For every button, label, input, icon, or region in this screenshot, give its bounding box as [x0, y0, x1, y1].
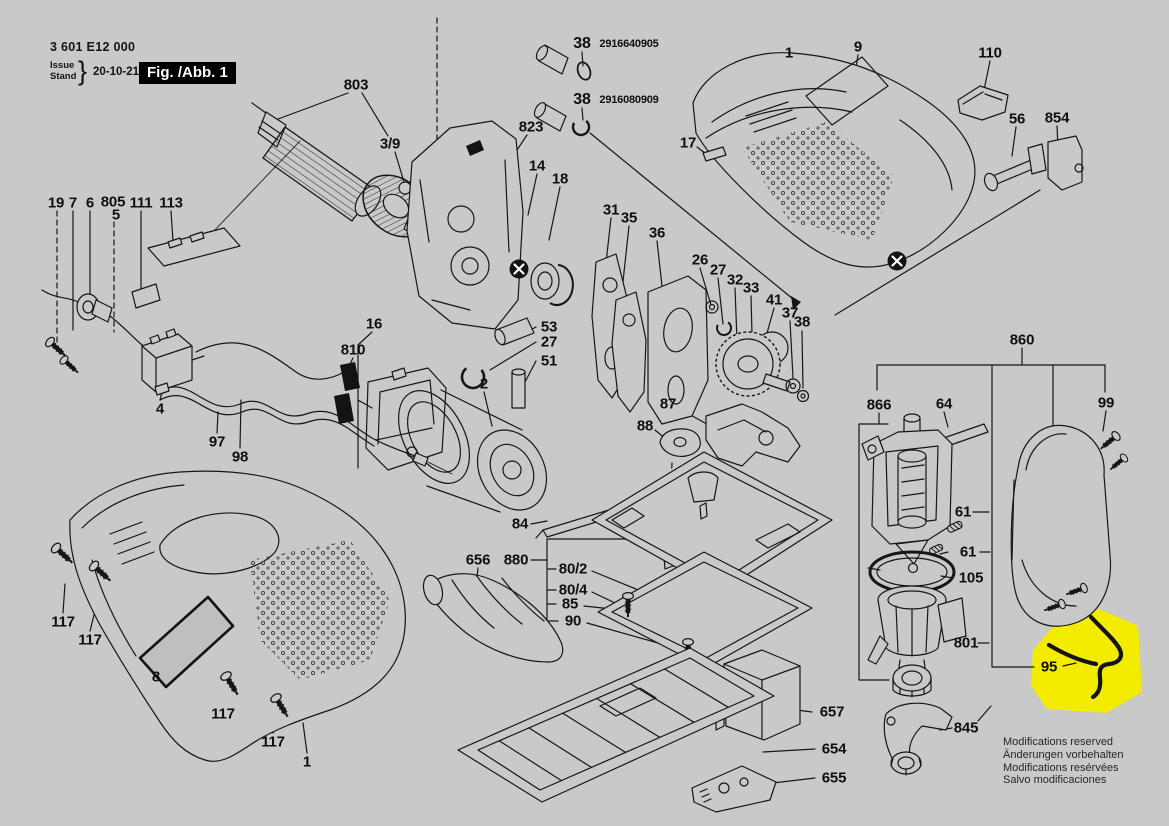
modifications-line-en: Modifications reserved	[1003, 736, 1114, 748]
part-callout-19[interactable]: 19	[47, 194, 65, 212]
part-callout-53[interactable]: 53	[540, 318, 558, 336]
part-callout-6[interactable]: 6	[85, 194, 95, 212]
part-callout-117[interactable]: 117	[78, 631, 102, 649]
figure-label: Fig. /Abb. 1	[139, 62, 236, 84]
part-callout-97[interactable]: 97	[208, 433, 226, 451]
modifications-line-de: Änderungen vorbehalten	[1003, 748, 1124, 761]
part-callout-810[interactable]: 810	[340, 341, 366, 359]
part-callout-860[interactable]: 860	[1009, 331, 1035, 349]
part-callout-16[interactable]: 16	[365, 315, 383, 333]
base-plate-group	[422, 451, 833, 813]
part-callout-26[interactable]: 26	[691, 251, 709, 269]
part-callout-117[interactable]: 117	[211, 705, 235, 723]
part-callout-41[interactable]: 41	[765, 291, 783, 309]
part-callout-95[interactable]: 95	[1040, 658, 1058, 676]
part-callout-117[interactable]: 117	[261, 733, 285, 751]
part-callout-3/9[interactable]: 3/9	[379, 135, 401, 153]
modifications-line-es: Salvo modificaciones	[1003, 774, 1107, 787]
part-callout-61[interactable]: 61	[954, 503, 972, 521]
issue-stand-label: Issue Stand	[50, 60, 77, 82]
highlighted-part-95[interactable]	[1031, 609, 1142, 713]
part-callout-111[interactable]: 111	[129, 194, 153, 212]
part-callout-105[interactable]: 105	[958, 569, 984, 587]
part-callout-805[interactable]: 805	[100, 193, 126, 211]
part-callout-38[interactable]: 38	[793, 313, 811, 331]
modifications-line-fr: Modifications resérvées	[1003, 761, 1119, 774]
housing-bottom-left	[50, 470, 406, 762]
bearing-group	[460, 259, 574, 409]
part-callout-31[interactable]: 31	[602, 201, 620, 219]
switch-wiring-group	[41, 227, 453, 475]
part-callout-99[interactable]: 99	[1097, 394, 1115, 412]
part-callout-880[interactable]: 880	[503, 551, 529, 569]
brush-holder-16	[365, 367, 447, 471]
part-callout-110[interactable]: 110	[978, 44, 1002, 62]
part-callout-61[interactable]: 61	[959, 543, 977, 561]
cover-860	[1010, 424, 1132, 627]
stand-word: Stand	[50, 70, 77, 82]
part-callout-2[interactable]: 2	[479, 375, 489, 393]
part-callout-4[interactable]: 4	[155, 400, 165, 418]
part-callout-90[interactable]: 90	[564, 612, 582, 630]
part-callout-33[interactable]: 33	[742, 279, 760, 297]
part-callout-656[interactable]: 656	[465, 551, 491, 569]
part-callout-36[interactable]: 36	[648, 224, 666, 242]
part-callout-27[interactable]: 27	[709, 261, 727, 279]
pin-parts-38	[533, 44, 592, 137]
part-callout-1[interactable]: 1	[784, 44, 794, 62]
part-callout-2916080909[interactable]: 2916080909	[599, 94, 659, 106]
part-callout-64[interactable]: 64	[935, 395, 953, 413]
product-code: 3 601 E12 000	[50, 40, 136, 54]
modifications-note: Modifications reserved Änderungen vorbeh…	[1003, 736, 1123, 787]
issue-word: Issue	[50, 60, 75, 71]
part-callout-85[interactable]: 85	[561, 595, 579, 613]
part-callout-8[interactable]: 8	[151, 668, 161, 686]
part-callout-854[interactable]: 854	[1044, 109, 1070, 127]
part-callout-18[interactable]: 18	[551, 170, 569, 188]
part-callout-655[interactable]: 655	[821, 769, 847, 787]
housing-top-1	[692, 52, 1084, 271]
part-callout-80/4[interactable]: 80/4	[558, 581, 588, 599]
issue-brace: }	[78, 56, 88, 86]
part-callout-801[interactable]: 801	[953, 634, 979, 652]
part-callout-1[interactable]: 1	[302, 753, 312, 771]
part-callout-17[interactable]: 17	[679, 134, 697, 152]
guide-assembly-866	[861, 413, 989, 698]
part-callout-823[interactable]: 823	[518, 118, 544, 136]
roller-lever-845	[883, 702, 953, 776]
part-callout-38[interactable]: 38	[573, 91, 591, 108]
part-callout-654[interactable]: 654	[821, 740, 847, 758]
stator-part-2	[398, 389, 548, 513]
part-callout-803[interactable]: 803	[343, 76, 369, 94]
part-callout-88[interactable]: 88	[636, 417, 654, 435]
part-callout-32[interactable]: 32	[726, 271, 744, 289]
part-callout-2916640905[interactable]: 2916640905	[599, 38, 659, 50]
gear-housing-823	[406, 120, 524, 330]
part-callout-98[interactable]: 98	[231, 448, 249, 466]
part-callout-657[interactable]: 657	[819, 703, 845, 721]
part-callout-9[interactable]: 9	[853, 38, 863, 56]
part-callout-845[interactable]: 845	[953, 719, 979, 737]
part-callout-87[interactable]: 87	[659, 395, 677, 413]
part-callout-51[interactable]: 51	[540, 352, 558, 370]
part-callout-80/2[interactable]: 80/2	[558, 560, 588, 578]
part-callout-38[interactable]: 38	[573, 35, 591, 52]
part-callout-117[interactable]: 117	[51, 613, 75, 631]
part-callout-14[interactable]: 14	[528, 157, 546, 175]
part-callout-7[interactable]: 7	[68, 194, 78, 212]
gear-train-group	[591, 253, 810, 570]
part-callout-866[interactable]: 866	[866, 396, 892, 414]
carbon-brushes-810	[334, 362, 360, 424]
part-callout-5[interactable]: 5	[111, 206, 121, 224]
part-callout-35[interactable]: 35	[620, 209, 638, 227]
part-callout-56[interactable]: 56	[1008, 110, 1026, 128]
part-callout-27[interactable]: 27	[540, 333, 558, 351]
part-callout-84[interactable]: 84	[511, 515, 529, 533]
part-callout-113[interactable]: 113	[159, 194, 183, 212]
issue-date: 20-10-21	[93, 66, 140, 78]
part-callout-37[interactable]: 37	[781, 304, 799, 322]
